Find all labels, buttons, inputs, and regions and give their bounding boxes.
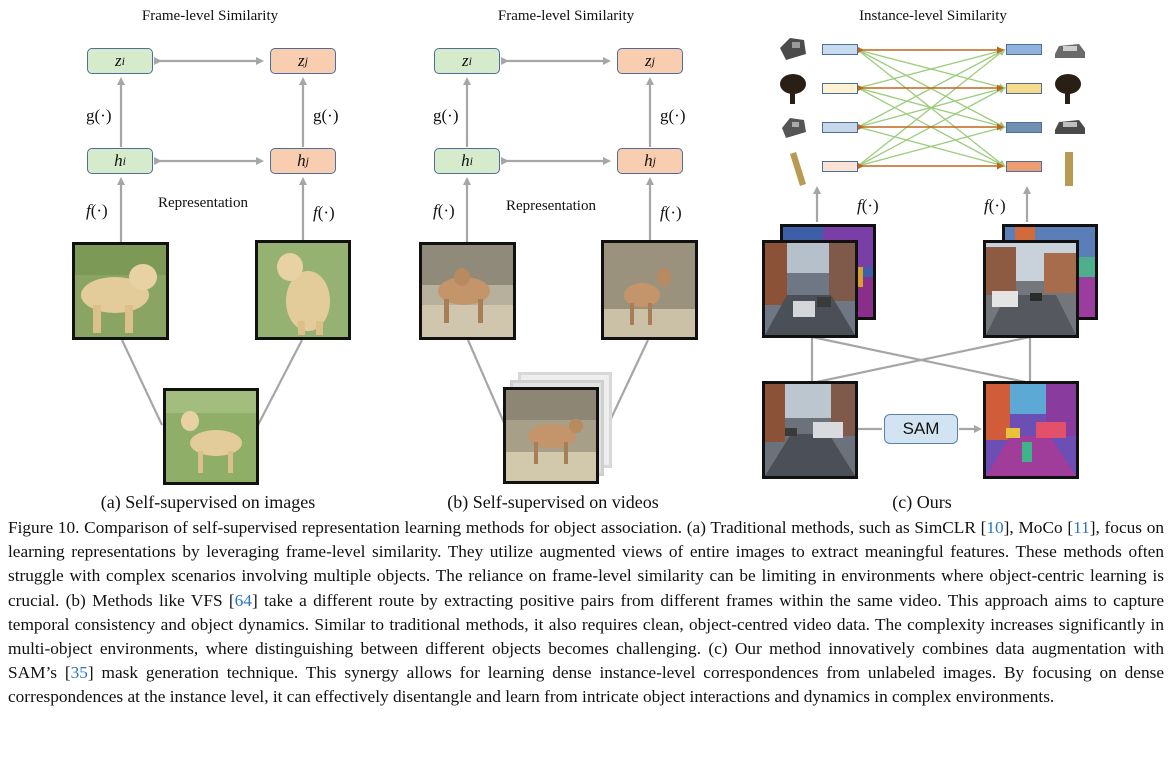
camel-frame-1 <box>419 242 516 340</box>
subfigure-a-label: (a) Self-supervised on images <box>100 492 316 512</box>
street-view-original <box>762 381 858 479</box>
car-crop-thumbnail-left-2 <box>780 114 808 140</box>
dog-image-augmented-1 <box>72 242 169 340</box>
car-crop-thumbnail-left-1 <box>778 34 808 62</box>
citation-simclr[interactable]: 10 <box>986 518 1004 537</box>
citation-vfs[interactable]: 64 <box>234 590 252 610</box>
f-label-b-right: f(·) <box>660 203 682 222</box>
sam-model-box: SAM <box>884 414 958 444</box>
pole-crop-thumbnail-right <box>1060 150 1078 188</box>
feature-bar-right-1 <box>1006 44 1042 55</box>
aug-line-a-right <box>257 339 303 426</box>
camel-frame-2 <box>601 240 698 340</box>
citation-sam[interactable]: 35 <box>70 663 88 683</box>
street-view-augmented-2 <box>983 240 1079 338</box>
sam-mask-output <box>983 381 1079 479</box>
representation-label-b: Representation <box>506 198 596 214</box>
aug-line-b-right <box>607 339 649 426</box>
feature-bar-left-4 <box>822 161 858 172</box>
panel-c-title: Instance-level Similarity <box>859 8 1007 24</box>
diagram-connectors <box>117 46 1032 433</box>
panel-b-title: Frame-level Similarity <box>497 8 635 24</box>
tree-crop-thumbnail-left <box>778 72 808 106</box>
feature-bar-right-3 <box>1006 122 1042 133</box>
f-label-c-left: f(·) <box>857 196 879 215</box>
feature-bar-right-4 <box>1006 161 1042 172</box>
feature-bar-left-2 <box>822 83 858 94</box>
car-crop-thumbnail-right-2 <box>1053 116 1087 138</box>
g-label-b-right: g(·) <box>660 106 686 125</box>
tree-crop-thumbnail-right <box>1053 72 1083 106</box>
figure-caption: Figure 10. Comparison of self-supervised… <box>8 518 1164 707</box>
camel-video-frame <box>503 387 599 484</box>
representation-label-a: Representation <box>158 195 248 211</box>
aug-line-c-4 <box>811 335 1031 385</box>
feature-bar-left-3 <box>822 122 858 133</box>
f-label-c-right: f(·) <box>984 196 1006 215</box>
dog-image-augmented-2 <box>255 240 351 340</box>
f-label-b-left: f(·) <box>433 201 455 220</box>
car-crop-thumbnail-right-1 <box>1053 38 1087 62</box>
feature-bar-left-1 <box>822 44 858 55</box>
aug-line-b-left <box>466 339 507 426</box>
f-label-a-left: f(·) <box>86 201 108 220</box>
g-label-b-left: g(·) <box>433 106 459 125</box>
street-view-augmented-1 <box>762 240 858 338</box>
panel-a-title: Frame-level Similarity <box>141 8 279 24</box>
dog-image-original <box>163 388 259 485</box>
figure-number: Figure 10. <box>8 518 80 537</box>
pole-crop-thumbnail-left <box>786 150 808 188</box>
feature-bar-right-2 <box>1006 83 1042 94</box>
subfigure-b-label: (b) Self-supervised on videos <box>447 492 659 512</box>
g-label-a-left: g(·) <box>86 106 112 125</box>
f-label-a-right: f(·) <box>313 203 335 222</box>
subfigure-c-label: (c) Ours <box>892 492 952 512</box>
aug-line-a-left <box>121 339 163 426</box>
citation-moco[interactable]: 11 <box>1073 518 1090 537</box>
figure-10: Frame-level Similarity Frame-level Simil… <box>72 8 1098 512</box>
g-label-a-right: g(·) <box>313 106 339 125</box>
